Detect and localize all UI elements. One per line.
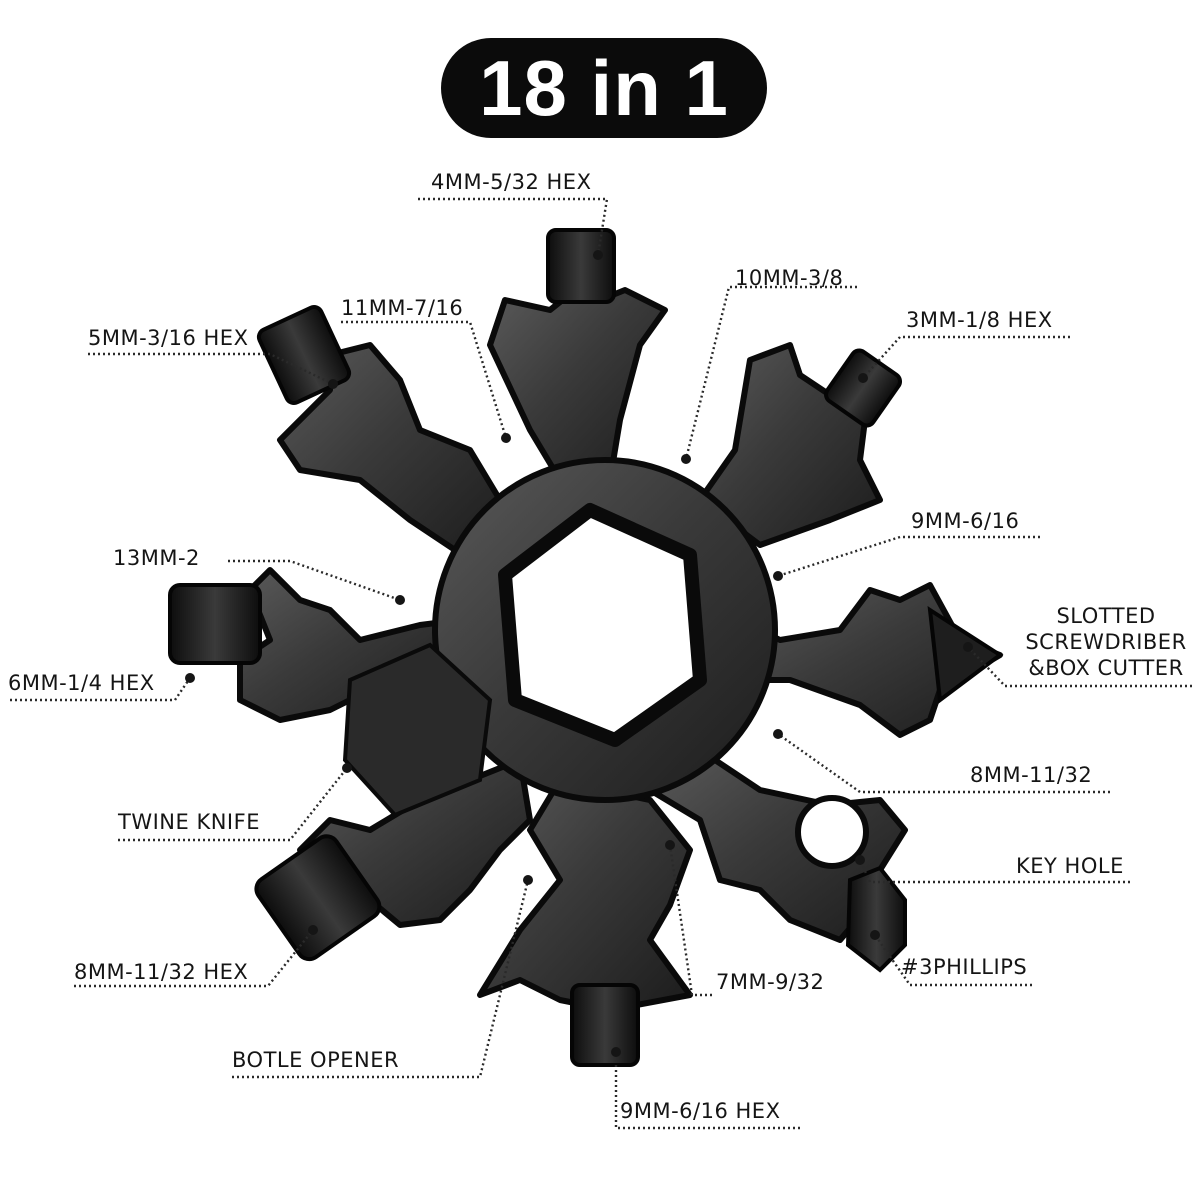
- leader-dots: [185, 250, 973, 1057]
- leader-wrench-13mm: [228, 559, 401, 602]
- label-wrench-11mm: 11MM-7/16: [341, 296, 464, 320]
- phillips-tip: [845, 865, 907, 973]
- bit-9mm: [570, 983, 640, 1067]
- bit-5mm: [256, 305, 352, 405]
- leader-wrench-10mm: [684, 285, 857, 460]
- center-hex-hole: [498, 503, 707, 747]
- leader-hex-5mm: [88, 352, 334, 386]
- label-hex-9mm: 9MM-6/16 HEX: [620, 1099, 781, 1123]
- label-wrench-7mm: 7MM-9/32: [716, 970, 825, 994]
- leader-wrench-7mm: [668, 844, 712, 997]
- leader-hex-8mm: [74, 929, 314, 988]
- label-slotted-line2: SCREWDRIBER: [1025, 630, 1187, 654]
- label-twine-knife: TWINE KNIFE: [118, 810, 260, 834]
- key-hole-ring: [795, 795, 869, 869]
- label-slotted-line1: SLOTTED: [1056, 604, 1156, 628]
- label-wrench-8mm: 8MM-11/32: [970, 763, 1093, 787]
- bit-8mm: [254, 834, 382, 962]
- leader-wrench-9mm: [777, 535, 1040, 578]
- label-key-hole: KEY HOLE: [1016, 854, 1124, 878]
- label-hex-4mm: 4MM-5/32 HEX: [431, 170, 592, 194]
- label-hex-8mm: 8MM-11/32 HEX: [74, 960, 249, 984]
- bit-6mm: [168, 583, 262, 665]
- label-hex-6mm: 6MM-1/4 HEX: [8, 671, 155, 695]
- label-hex-5mm: 5MM-3/16 HEX: [88, 326, 249, 350]
- leader-slotted: [967, 646, 1192, 688]
- title-text: 18 in 1: [479, 43, 729, 132]
- leader-hex-4mm: [418, 197, 609, 256]
- label-wrench-9mm: 9MM-6/16: [911, 509, 1020, 533]
- bit-3mm: [823, 348, 903, 428]
- title-badge: 18 in 1: [441, 38, 767, 138]
- bit-4mm: [546, 228, 616, 304]
- leader-twine-knife: [118, 767, 348, 842]
- label-hex-3mm: 3MM-1/8 HEX: [906, 308, 1053, 332]
- label-phillips: #3PHILLIPS: [901, 955, 1028, 979]
- hex-bits: [168, 228, 903, 1067]
- leader-key-hole: [858, 859, 1130, 884]
- slotted-tip: [927, 606, 1004, 704]
- leader-hex-3mm: [862, 335, 1070, 379]
- label-bottle-opener: BOTLE OPENER: [232, 1048, 400, 1072]
- label-slotted-screwdriver: SLOTTED SCREWDRIBER &BOX CUTTER: [1018, 603, 1194, 681]
- leader-wrench-8mm: [777, 733, 1110, 794]
- arm-top: [487, 287, 668, 483]
- leader-phillips: [874, 934, 1032, 987]
- leader-hex-9mm: [614, 1052, 800, 1130]
- arm-top-left: [277, 342, 503, 563]
- square-block: [342, 642, 493, 818]
- leader-lines: [10, 197, 1192, 1130]
- label-wrench-13mm: 13MM-2: [113, 546, 200, 570]
- leader-hex-6mm: [10, 677, 191, 702]
- label-slotted-line3: &BOX CUTTER: [1028, 656, 1184, 680]
- label-wrench-10mm: 10MM-3/8: [735, 266, 844, 290]
